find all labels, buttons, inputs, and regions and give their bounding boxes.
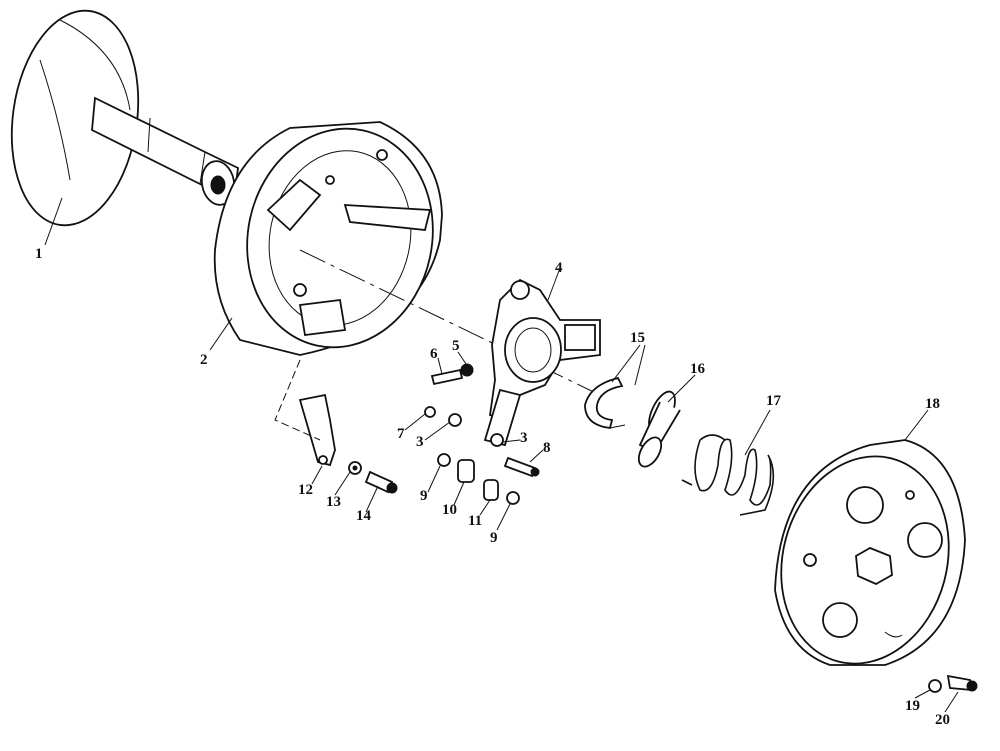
part-8-screw (503, 456, 540, 478)
part-7-nut (424, 406, 436, 418)
callout-1: 1 (35, 246, 43, 262)
part-1-sheave (10, 9, 239, 227)
leader-12-to-drum (274, 359, 321, 441)
part-2-drum (213, 121, 443, 356)
callout-12: 12 (298, 482, 313, 498)
leader-lines (44, 197, 959, 713)
callout-4: 4 (555, 260, 563, 276)
callout-15: 15 (630, 330, 645, 346)
part-20-bolt (946, 674, 978, 692)
callout-8: 8 (543, 440, 551, 456)
part-3b-washer (490, 433, 504, 447)
part-10-pin (457, 459, 475, 483)
callout-5: 5 (452, 338, 460, 354)
part-3a-washer (448, 413, 462, 427)
callout-2: 2 (200, 352, 208, 368)
callout-9b: 9 (490, 530, 498, 546)
callout-17: 17 (766, 393, 782, 409)
part-9b-washer (506, 491, 520, 505)
callout-3b: 3 (520, 430, 528, 446)
part-5-nut (460, 363, 474, 377)
part-6-screw (430, 368, 464, 386)
part-4-spider (483, 278, 601, 447)
part-18-sheave (774, 439, 966, 666)
callout-11: 11 (468, 513, 482, 529)
callout-10: 10 (442, 502, 457, 518)
part-9a-washer (437, 453, 451, 467)
part-19-washer (928, 679, 942, 693)
callout-20: 20 (935, 712, 950, 728)
part-12-plate (298, 393, 336, 467)
callout-14: 14 (356, 508, 372, 524)
callout-6: 6 (430, 346, 438, 362)
part-17-spring (681, 434, 775, 516)
callout-7: 7 (397, 426, 405, 442)
part-16-bushing (637, 390, 681, 468)
part-14-bolt (364, 470, 398, 494)
callout-18: 18 (925, 396, 940, 412)
callout-9a: 9 (420, 488, 428, 504)
callout-16: 16 (690, 361, 706, 377)
part-11-pin (483, 479, 499, 501)
callout-labels: 1 2 3 3 4 5 6 7 8 9 9 10 11 12 13 14 15 … (35, 246, 950, 728)
part-13-washer (348, 461, 362, 475)
part-15-rings (584, 376, 626, 429)
callout-19: 19 (905, 698, 920, 714)
callout-3a: 3 (416, 434, 424, 450)
callout-13: 13 (326, 494, 341, 510)
